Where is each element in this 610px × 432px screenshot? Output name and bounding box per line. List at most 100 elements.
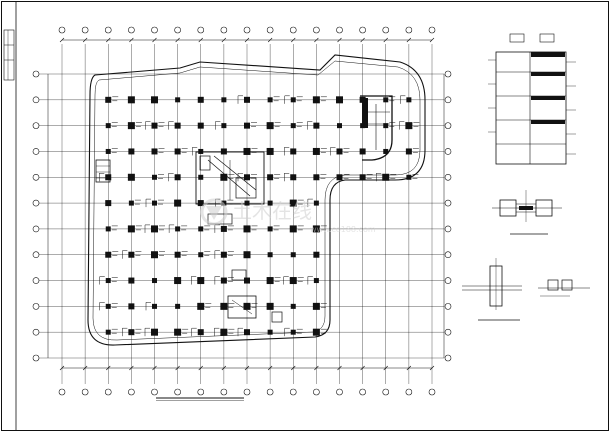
dimension-tick [383,37,388,43]
column [127,173,135,181]
column [267,252,273,258]
column [198,148,204,154]
column [266,122,274,130]
column [267,200,273,206]
column [244,329,250,336]
column [151,122,158,129]
axis-bubble-bottom [428,388,436,396]
column [197,302,205,310]
dimension-tick [198,37,203,43]
column [290,123,296,129]
column [383,123,389,129]
column [175,226,181,232]
column [243,225,251,233]
column [312,96,320,104]
dimension-tick [267,37,273,43]
axis-bubble-bottom [220,388,228,396]
column [151,251,158,259]
column [174,174,181,181]
column [152,278,157,284]
axis-bubble-left [32,122,40,129]
detail-2 [462,258,590,321]
column [128,148,135,155]
dimension-tick [221,37,227,43]
column [313,174,320,181]
column [174,328,182,336]
column [220,302,228,310]
axis-bubble-top [151,26,158,34]
lower-core [227,269,283,323]
column [290,148,297,155]
title-strip [3,29,15,81]
column [105,200,112,207]
building-outline [87,54,426,346]
axis-bubble-bottom [382,388,390,396]
axis-bubble-left [32,199,40,207]
column [151,225,158,233]
column [244,122,250,129]
column [105,148,111,154]
axis-bubble-bottom [197,388,205,396]
axis-bubble-right [444,199,452,207]
dimension-tick [406,37,412,43]
column [151,148,158,155]
axis-bubble-top [220,26,228,34]
column [174,277,182,285]
column [313,122,320,129]
column [267,97,273,103]
column [267,329,273,335]
dimension-tick [360,37,365,43]
axis-bubble-left [32,225,40,233]
column [128,277,135,284]
column [336,96,343,104]
column [151,328,158,336]
column [197,96,204,103]
axis-bubble-bottom [289,388,297,396]
column [289,225,297,233]
watermark-text: 土木在线 [232,199,312,223]
column [220,148,227,155]
axis-bubble-bottom [243,388,251,396]
axis-bubble-top [174,26,181,34]
axis-bubble-left [32,70,40,78]
axis-bubble-right [444,225,452,233]
axis-bubble-left [32,173,40,181]
axis-bubble-top [266,26,274,34]
axis-bubble-bottom [405,388,413,396]
column [244,200,250,206]
column [383,97,389,103]
column [105,278,111,284]
axis-bubble-right [444,173,452,181]
axis-bubble-top [382,26,390,34]
column [220,225,227,232]
axis-bubble-top [58,26,66,34]
axis-bubble-bottom [313,388,320,396]
column [221,123,227,129]
column [174,251,181,258]
dimension-tick [59,365,65,371]
column [312,147,320,155]
column [175,303,181,309]
column [220,277,227,284]
axis-bubble-right [444,70,452,78]
column [336,174,343,181]
dimension-tick [198,365,203,371]
axis-bubble-bottom [104,388,112,396]
column [382,173,390,181]
column [290,252,296,258]
dimension-tick [429,37,435,43]
column [105,174,112,181]
axis-bubble-top [428,26,436,34]
axis-bubble-top [405,26,413,34]
section-elevation [488,33,576,165]
column [313,278,319,284]
axis-bubble-top [104,26,112,34]
column [198,252,204,258]
dimension-tick [314,37,319,43]
column [290,97,296,103]
dimension-tick [406,365,412,371]
column [128,200,134,206]
column [105,96,112,103]
column [105,303,111,309]
column [220,251,227,258]
